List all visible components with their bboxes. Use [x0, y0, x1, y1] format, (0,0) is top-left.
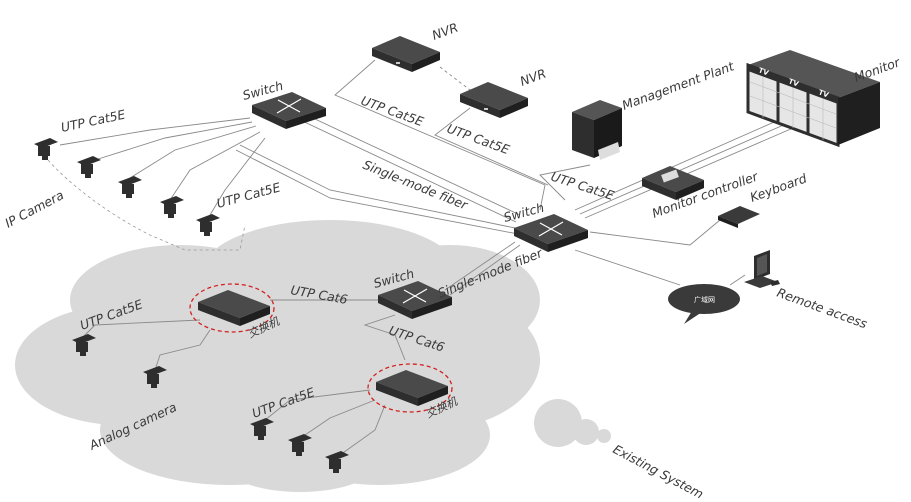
analog-camera-5 [325, 451, 349, 473]
cable-label-utp-cat5e-nvr-a: UTP Cat5E [359, 93, 426, 130]
tv-label-1: TV [757, 66, 770, 77]
existing-system-label: Existing System [611, 441, 706, 501]
ip-cameras [34, 138, 220, 236]
switch-top [252, 92, 326, 129]
analog-camera-3 [250, 418, 274, 440]
management-plant-label: Management Plant [620, 58, 737, 113]
ip-camera-label: IP Camera [2, 187, 66, 230]
monitor-controller-device [642, 166, 704, 200]
cables [47, 59, 801, 456]
analog-camera-4 [288, 434, 312, 456]
remote-pc [744, 250, 780, 288]
tv-label-3: TV [817, 88, 830, 99]
analog-switch-a [189, 283, 275, 333]
nvr-label-1: NVR [430, 20, 460, 43]
ip-camera-1 [34, 138, 58, 160]
analog-switch-b [367, 363, 453, 413]
nvr-device-1 [372, 36, 440, 72]
tv-label-2: TV [787, 77, 800, 88]
cable-label-utp-cat5e-mid-left: UTP Cat5E [215, 179, 282, 210]
ip-camera-3 [118, 176, 142, 198]
wan-bubble [668, 284, 740, 324]
monitor-wall [746, 50, 880, 148]
cable-label-single-mode-fiber-top: Single-mode fiber [361, 157, 471, 213]
cable-label-utp-cat5e-top-left: UTP Cat5E [60, 107, 127, 135]
remote-access-label: Remote access [775, 285, 870, 332]
nvr-device-2 [460, 82, 528, 118]
monitor-label: Monitor [852, 54, 903, 85]
analog-camera-1 [72, 334, 96, 356]
analog-cameras [72, 334, 349, 473]
keyboard-device [718, 206, 760, 228]
ip-camera-5 [196, 214, 220, 236]
ip-camera-2 [77, 156, 101, 178]
switch-lower [378, 281, 452, 319]
nvr-label-2: NVR [518, 66, 548, 89]
wan-bubble-text: 广域网 [694, 295, 715, 304]
cable-label-utp-cat5e-nvr-b: UTP Cat5E [445, 121, 512, 158]
existing-system-cloud [15, 220, 611, 492]
cable-label-utp-cat5e-mgmt: UTP Cat5E [549, 169, 616, 204]
analog-camera-2 [143, 366, 167, 388]
switch-center [514, 214, 588, 252]
management-pc [572, 100, 622, 160]
ip-camera-4 [160, 196, 184, 218]
